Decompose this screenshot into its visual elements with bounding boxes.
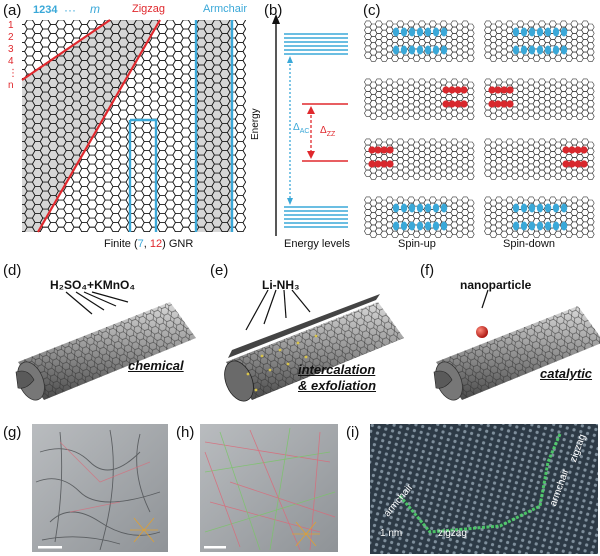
orbital-ribbon <box>364 196 475 238</box>
nanotube-e <box>224 294 404 402</box>
orbital-lobes <box>368 146 394 168</box>
orbital-ribbon <box>484 20 595 62</box>
lattice-hexagons <box>22 20 246 232</box>
scale-label-i: 1 nm <box>380 528 403 539</box>
method-intercalation: intercalation <box>298 362 376 377</box>
edge-label-zigzag-1: zigzag <box>438 528 467 539</box>
row-index-label: 2 <box>8 32 14 43</box>
orbital-ribbon <box>484 138 595 180</box>
orbital-lobes <box>442 86 468 108</box>
micrograph-row <box>32 424 598 554</box>
spin-up-caption: Spin-up <box>398 238 436 250</box>
row-index-label: n <box>8 80 14 91</box>
energy-axis-arrowhead <box>272 14 280 24</box>
orbital-ribbon <box>484 78 595 120</box>
panel-c: (c) Spin-up Spin-down <box>360 0 600 256</box>
row-index-label: 3 <box>8 44 14 55</box>
armchair-edge-label: Armchair <box>203 3 248 15</box>
row-index-label: 4 <box>8 56 14 67</box>
method-catalytic: catalytic <box>540 366 593 381</box>
panel-label-h: (h) <box>176 424 195 441</box>
spin-orbital-grid <box>364 20 595 238</box>
reagent-arrows-d <box>65 291 129 315</box>
reagent-f: nanoparticle <box>460 278 532 292</box>
scale-bar-g <box>38 546 62 549</box>
panel-label-c: (c) <box>363 2 381 19</box>
zigzag-edge-label: Zigzag <box>132 3 166 15</box>
row-index-label: 1 <box>8 20 14 31</box>
reagent-arrows-e <box>245 289 311 331</box>
nanoparticle-sphere <box>476 326 488 338</box>
orbital-lobes <box>562 146 588 168</box>
panel-label-e: (e) <box>210 262 229 279</box>
micrograph-i <box>370 424 598 554</box>
orbital-ribbon <box>364 138 475 180</box>
panel-label-g: (g) <box>3 424 22 441</box>
column-index-m: m <box>90 2 100 16</box>
panel-label-b: (b) <box>264 2 283 19</box>
scale-bar-h <box>204 546 226 549</box>
orbital-ribbon <box>364 20 475 62</box>
gnr-caption: Finite (7, 12) GNR <box>104 238 194 250</box>
panel-b: (b) Ener <box>250 0 360 256</box>
delta-ac-label: ΔAC <box>293 122 310 135</box>
upper-blue-band <box>284 33 348 55</box>
energy-levels-caption: Energy levels <box>284 238 351 250</box>
graphene-nanoribbon-lattice <box>21 19 246 233</box>
column-index-dots: ··· <box>64 3 76 17</box>
nanotube-f <box>433 306 600 401</box>
micrograph-h <box>200 424 338 552</box>
orbital-ribbon <box>484 196 595 238</box>
orbital-lobes <box>512 203 568 231</box>
orbital-lobes <box>512 27 568 55</box>
delta-zz-label: ΔZZ <box>320 125 336 138</box>
lower-blue-band <box>284 206 348 228</box>
nanotube-row <box>15 289 600 402</box>
orbital-lobes <box>488 86 514 108</box>
orbital-ribbon <box>364 78 475 120</box>
panel-label-f: (f) <box>420 262 435 279</box>
nanotube-d <box>15 302 196 401</box>
orbital-lobes <box>392 203 448 231</box>
zigzag-edge-lower <box>37 19 161 233</box>
zigzag-edge-upper <box>21 19 111 81</box>
method-chemical: chemical <box>128 358 184 373</box>
orientation-marker-g <box>130 517 158 543</box>
reagent-d: H₂SO₄+KMnO₄ <box>50 278 136 292</box>
method-exfoliation: & exfoliation <box>298 378 377 393</box>
energy-axis-label: Energy <box>250 108 261 140</box>
armchair-inner-outline <box>128 118 158 232</box>
reagent-e: Li-NH₃ <box>262 278 300 292</box>
orbital-lobes <box>392 27 448 55</box>
panel-label-a: (a) <box>3 2 22 19</box>
column-index-numbers: 1234 <box>33 4 58 16</box>
panel-label-d: (d) <box>3 262 22 279</box>
row-index-label: ⋮ <box>8 68 18 79</box>
orientation-marker-h <box>292 521 320 547</box>
nanoparticle-arrow <box>481 289 489 309</box>
panel-label-i: (i) <box>346 424 360 441</box>
spin-down-caption: Spin-down <box>503 238 555 250</box>
micrograph-g <box>32 424 168 552</box>
energy-level-diagram <box>272 14 348 236</box>
